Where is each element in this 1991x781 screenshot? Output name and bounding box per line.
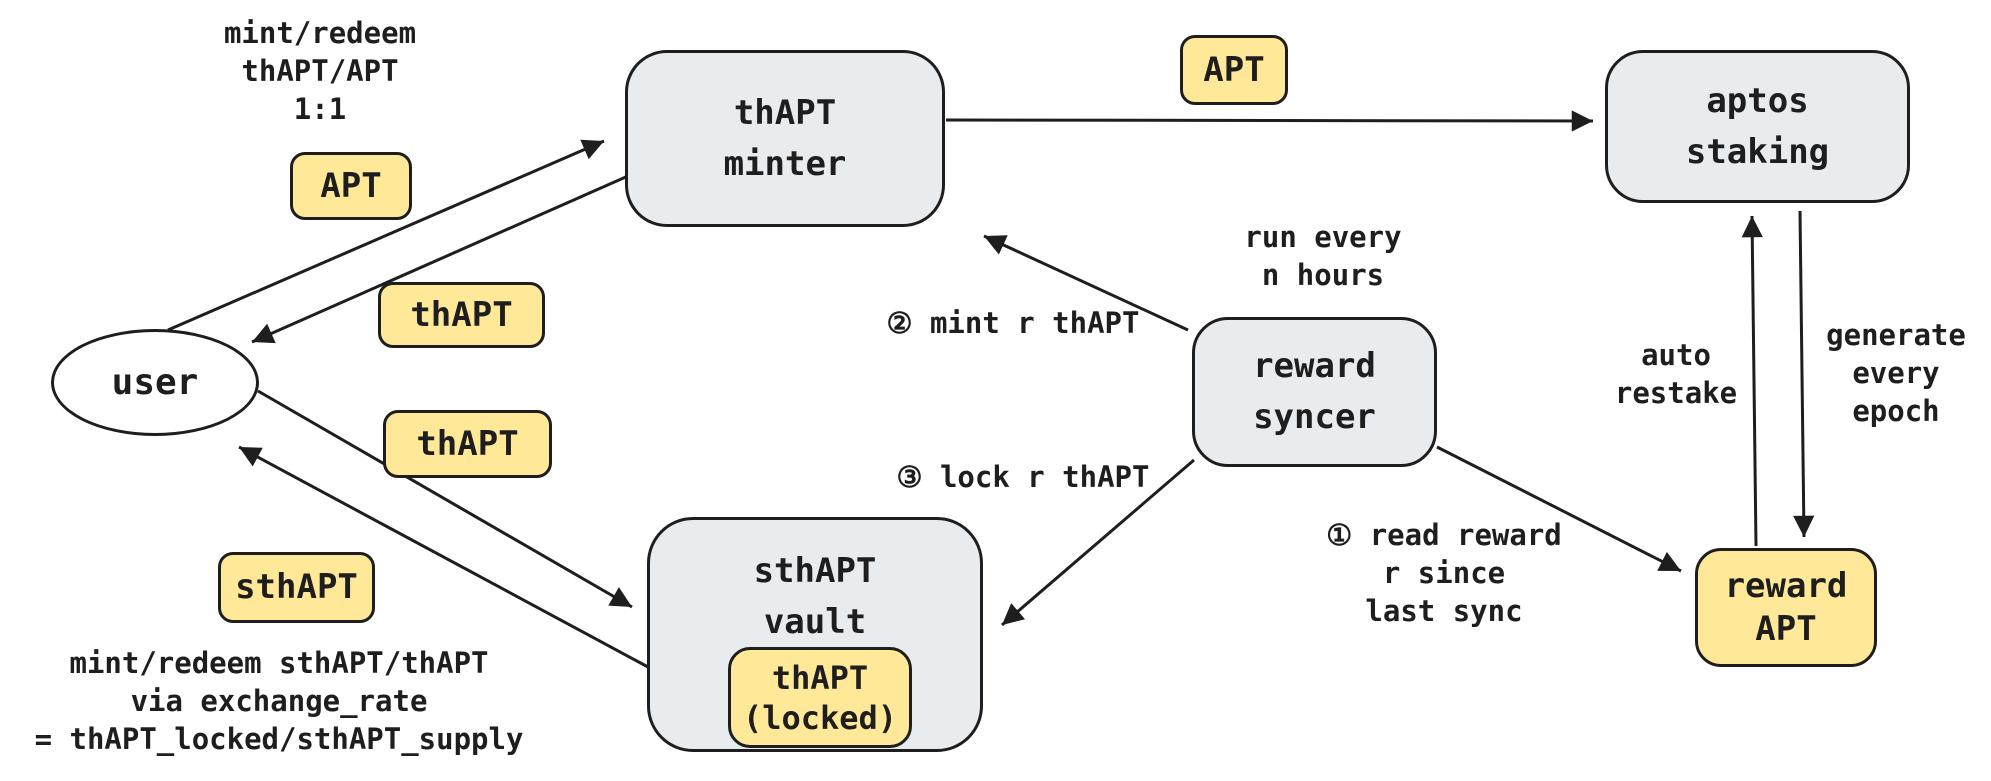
arrow-staking-to-rewardapt-generate — [1793, 210, 1815, 538]
annotation-mint-redeem-1to1: mint/redeem thAPT/APT 1:1 — [223, 16, 417, 126]
node-reward-syncer: reward syncer — [1192, 317, 1437, 467]
annotation-exchange-rate-note: mint/redeem sthAPT/thAPT via exchange_ra… — [34, 646, 524, 756]
badge-sthapt-label: sthAPT — [235, 567, 358, 608]
badge-thapt-minter-to-user: thAPT — [378, 282, 545, 348]
badge-apt-label: APT — [320, 165, 382, 206]
arrow-rewardapt-to-staking-restake — [1741, 215, 1763, 547]
badge-apt-label: APT — [1203, 49, 1265, 90]
badge-apt-minter-to-staking: APT — [1180, 35, 1288, 105]
annotation-generate-every-epoch: generate every epoch — [1826, 318, 1966, 428]
annotation-step1-read: ① read reward r since last sync — [1326, 518, 1562, 628]
annotation-run-every-n-hours: run every n hours — [1244, 220, 1402, 292]
annotation-step3-lock: ③ lock r thAPT — [896, 460, 1150, 494]
node-reward-apt: reward APT — [1695, 548, 1877, 667]
node-sthapt-vault-label: sthAPT vault — [753, 551, 877, 642]
annotation-auto-restake: auto restake — [1614, 338, 1738, 410]
node-reward-apt-label: reward APT — [1724, 566, 1848, 649]
badge-thapt-label: thAPT — [410, 294, 513, 335]
node-thapt-minter-label: thAPT minter — [723, 92, 847, 184]
badge-thapt-user-to-vault: thAPT — [383, 410, 552, 478]
annotation-step2-mint: ② mint r thAPT — [886, 306, 1140, 340]
node-reward-syncer-label: reward syncer — [1253, 346, 1376, 437]
badge-apt-user-to-minter: APT — [290, 152, 412, 220]
badge-thapt-locked: thAPT (locked) — [728, 647, 912, 748]
badge-thapt-locked-label: thAPT (locked) — [742, 658, 898, 737]
node-aptos-staking: aptos staking — [1605, 50, 1910, 203]
node-user-label: user — [111, 361, 199, 403]
node-user: user — [51, 329, 259, 436]
node-thapt-minter: thAPT minter — [625, 50, 945, 227]
badge-sthapt-vault-to-user: sthAPT — [218, 552, 375, 623]
arrow-minter-to-staking-apt — [945, 110, 1594, 132]
badge-thapt-label: thAPT — [416, 423, 519, 464]
node-aptos-staking-label: aptos staking — [1685, 80, 1830, 172]
